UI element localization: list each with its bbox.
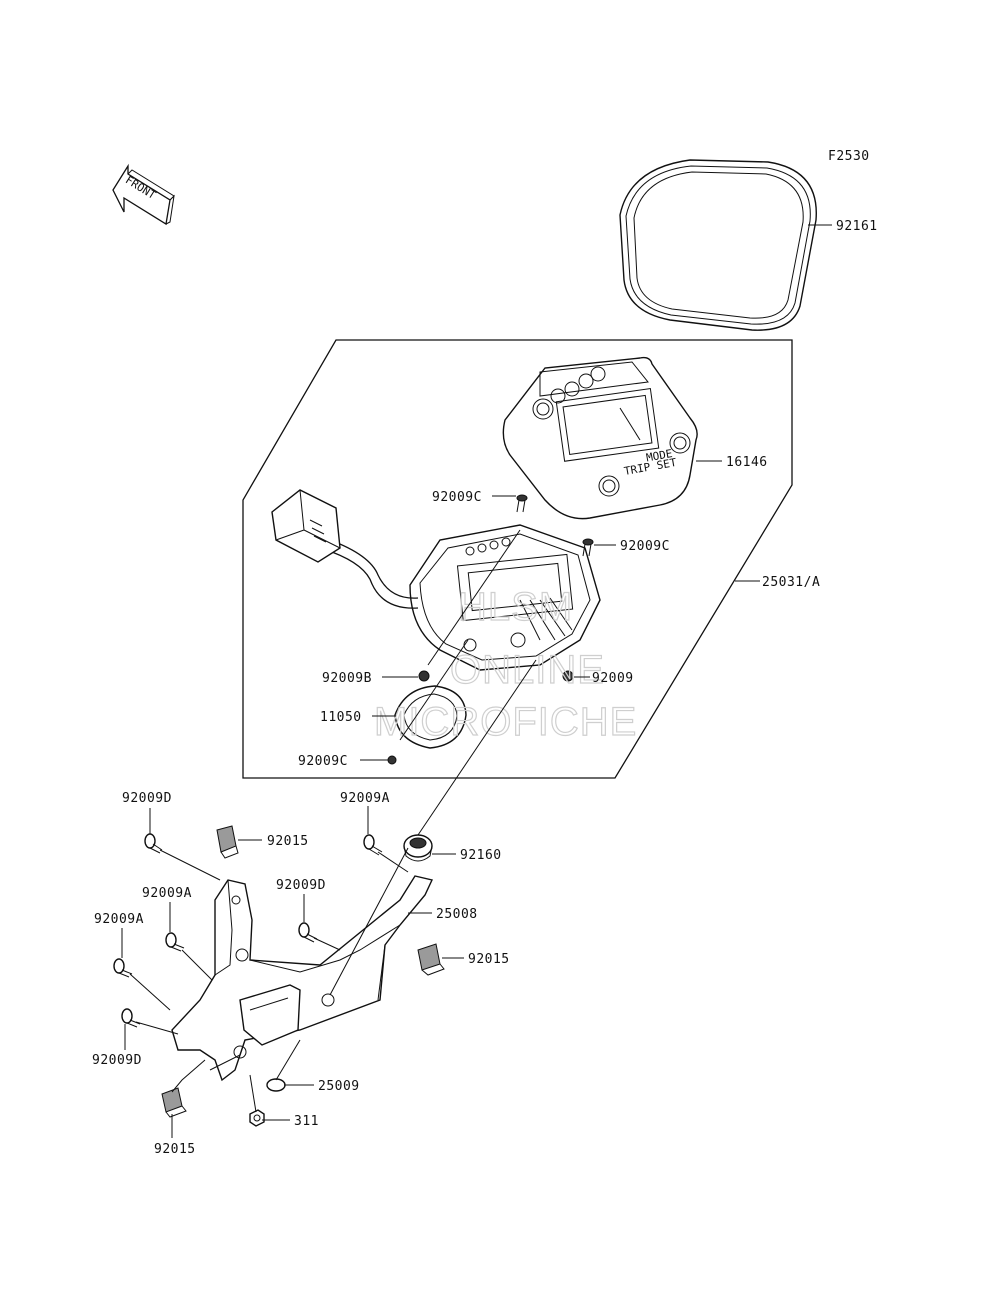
- front-label: FRONT: [123, 173, 158, 202]
- meter-cover: TRIP SET MODE: [502, 356, 698, 520]
- svg-text:MICROFICHE: MICROFICHE: [374, 700, 637, 744]
- label-311: 311: [294, 1114, 319, 1129]
- label-92009: 92009: [592, 671, 634, 686]
- washer: [266, 1078, 286, 1092]
- screw-bottom: [387, 755, 397, 765]
- label-92009c-top: 92009C: [432, 490, 482, 505]
- assembly-outline: [242, 339, 793, 779]
- screw-left: [418, 670, 430, 682]
- label-11050: 11050: [320, 710, 362, 725]
- bolt-lower-left: [121, 1008, 141, 1028]
- label-92009d-top: 92009D: [122, 791, 172, 806]
- bezel-seal-ring: [619, 159, 817, 331]
- watermark: HLSM ONLINE MICROFICHE: [373, 584, 637, 744]
- label-92015-bottom: 92015: [154, 1142, 196, 1157]
- gasket: [394, 685, 467, 749]
- clip-right: [417, 943, 445, 976]
- leader-lines: [121, 224, 832, 1138]
- meter-body: [271, 489, 601, 671]
- svg-text:HLSM: HLSM: [458, 585, 573, 629]
- bolt-top-left: [144, 833, 163, 854]
- clip-top: [216, 825, 239, 859]
- label-92009b: 92009B: [322, 671, 372, 686]
- screw-right: [562, 670, 574, 682]
- front-arrow-icon: FRONT: [112, 163, 175, 226]
- bracket: [171, 875, 433, 1082]
- label-16146: 16146: [726, 455, 768, 470]
- label-25009: 25009: [318, 1079, 360, 1094]
- label-92009c-right: 92009C: [620, 539, 670, 554]
- meter-cover-lcd: [555, 388, 660, 462]
- label-92009a-top: 92009A: [340, 791, 390, 806]
- clip-bottom: [161, 1087, 187, 1118]
- figure-code: F2530: [828, 149, 870, 164]
- grommet: [403, 834, 433, 862]
- callout-labels: 92161 16146 25031/A 92009C 92009C 92009B…: [92, 219, 878, 1157]
- label-92009c-bottom: 92009C: [298, 754, 348, 769]
- label-92009d-lower: 92009D: [92, 1053, 142, 1068]
- bolt-left-2: [113, 958, 133, 978]
- label-92009d-mid: 92009D: [276, 878, 326, 893]
- label-25031a: 25031/A: [762, 575, 820, 590]
- label-92161: 92161: [836, 219, 878, 234]
- label-92009a-left2: 92009A: [94, 912, 144, 927]
- label-92009a-left1: 92009A: [142, 886, 192, 901]
- bolt-top-mid: [363, 834, 383, 856]
- screw-right-cover: [582, 538, 594, 557]
- label-92015-right: 92015: [468, 952, 510, 967]
- label-25008: 25008: [436, 907, 478, 922]
- bolt-left-1: [165, 932, 185, 952]
- screw-top-cover: [516, 494, 528, 513]
- bolt-mid: [298, 922, 318, 943]
- nut: [249, 1109, 265, 1127]
- label-92160: 92160: [460, 848, 502, 863]
- svg-text:ONLINE: ONLINE: [450, 648, 605, 692]
- mode-button-label: MODE: [645, 447, 673, 464]
- label-92015-top: 92015: [267, 834, 309, 849]
